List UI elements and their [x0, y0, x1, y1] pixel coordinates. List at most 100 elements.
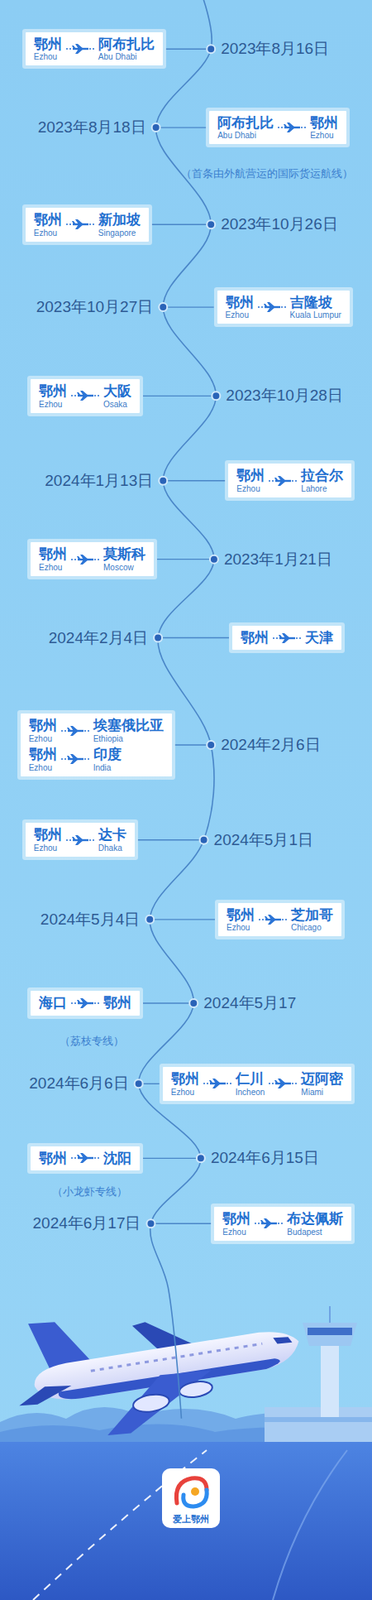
- city-name-en: Ezhou: [310, 130, 334, 140]
- timeline-dot: [200, 834, 209, 844]
- plane-icon: [272, 631, 301, 644]
- tick-line: [150, 1221, 211, 1223]
- plane-icon: [71, 1150, 100, 1163]
- date-label: 2024年6月6日: [28, 1071, 129, 1093]
- city-name: 鄂州: [225, 294, 254, 311]
- tick-line: [143, 1001, 194, 1002]
- timeline-dot: [158, 476, 167, 485]
- ground: [0, 1440, 372, 1598]
- plane-icon: [203, 1076, 232, 1088]
- plane-icon: [71, 553, 100, 565]
- route-box: 鄂州Ezhou埃塞俄比亚Ethiopia鄂州Ezhou印度India: [20, 712, 172, 775]
- timeline-dot: [145, 914, 154, 923]
- date-label: 2023年10月27日: [36, 295, 154, 318]
- city-name: 鄂州: [103, 993, 132, 1011]
- timeline-curve: [138, 0, 217, 1417]
- timeline-dot: [206, 219, 215, 229]
- logo-text: 爱上鄂州: [172, 1511, 210, 1524]
- route-note: （小龙虾专线）: [52, 1182, 128, 1198]
- plane-icon: [71, 996, 100, 1008]
- timeline-dot: [152, 123, 161, 132]
- city-name-en: Ezhou: [33, 842, 58, 852]
- tick-line: [149, 917, 215, 919]
- plane-icon: [66, 833, 95, 845]
- logo-tile: [162, 1466, 220, 1527]
- city-name-en: Moscow: [103, 562, 134, 572]
- city-name-en: Ezhou: [226, 921, 250, 931]
- plane-icon: [254, 1216, 283, 1228]
- date-label: 2023年1月21日: [224, 548, 333, 570]
- city-name: 达卡: [98, 825, 127, 843]
- airplane: [6, 1280, 309, 1448]
- timeline-dot: [209, 554, 219, 563]
- tick-line: [138, 838, 205, 840]
- date-label: 2024年2月4日: [48, 626, 148, 649]
- tick-line: [143, 1156, 201, 1158]
- city-name: 布达佩斯: [286, 1209, 344, 1226]
- tick-line: [175, 743, 212, 744]
- timeline-dot: [211, 391, 220, 400]
- date-label: 2024年1月13日: [44, 469, 153, 492]
- plane-icon: [61, 724, 90, 736]
- city-name: 大阪: [103, 382, 132, 400]
- city-name: 芝加哥: [290, 906, 334, 923]
- city-name: 阿布扎比: [217, 114, 274, 132]
- city-name: 鄂州: [33, 211, 62, 229]
- tick-line: [162, 305, 214, 307]
- route-box: 鄂州Ezhou达卡Dhaka: [25, 821, 135, 856]
- timeline-dot: [206, 739, 215, 749]
- plane-icon: [66, 218, 95, 230]
- date-label: 2024年6月17日: [33, 1211, 142, 1233]
- city-name: 鄂州: [38, 1149, 67, 1166]
- date-label: 2023年8月16日: [220, 38, 330, 60]
- city-name-en: Ezhou: [28, 733, 53, 743]
- city-name-en: Ezhou: [33, 228, 58, 238]
- city-name-en: Abu Dhabi: [98, 52, 138, 62]
- date-label: 2023年10月28日: [225, 384, 344, 406]
- timeline-dot: [206, 44, 215, 53]
- tick-line: [166, 47, 211, 49]
- route-box: 鄂州Ezhou仁川Incheon迈阿密Miami: [162, 1065, 353, 1100]
- city-name-en: Osaka: [103, 399, 128, 409]
- route-box: 鄂州Ezhou莫斯科Moscow: [30, 541, 154, 576]
- city-name-en: Budapest: [286, 1225, 322, 1236]
- route-note: （首条由外航营运的国际货运航线）: [181, 166, 353, 182]
- tick-line: [157, 636, 229, 638]
- route-box: 鄂州Ezhou布达佩斯Budapest: [214, 1205, 352, 1240]
- route-box: 鄂州Ezhou吉隆坡Kuala Lumpur: [217, 290, 350, 325]
- date-label: 2023年8月18日: [38, 116, 147, 139]
- city-name-en: India: [93, 762, 112, 772]
- city-name-en: Chicago: [290, 921, 322, 931]
- tick-line: [162, 479, 225, 481]
- city-name: 吉隆坡: [290, 294, 333, 311]
- logo-mark: [190, 1485, 200, 1494]
- city-name: 鄂州: [33, 825, 62, 843]
- city-name-en: Ezhou: [38, 562, 62, 572]
- tower: [302, 1321, 358, 1345]
- route-box: 鄂州Ezhou新加坡Singapore: [25, 207, 149, 242]
- city-name: 鄂州: [236, 467, 265, 484]
- city-name-en: Ezhou: [33, 52, 58, 62]
- plane-icon: [257, 300, 287, 313]
- tick-line: [143, 395, 216, 396]
- date-label: 2023年10月26日: [220, 213, 339, 235]
- plane-icon: [258, 912, 287, 925]
- city-name: 鄂州: [310, 114, 339, 132]
- plane-icon: [61, 752, 90, 764]
- timeline-dot: [134, 1077, 144, 1087]
- route-box: 鄂州Ezhou阿布扎比Abu Dhabi: [25, 32, 163, 67]
- timeline-dot: [153, 633, 163, 642]
- tick-line: [156, 126, 207, 128]
- city-name: 海口: [38, 993, 67, 1011]
- city-name-en: Ezhou: [222, 1225, 246, 1236]
- city-name: 鄂州: [171, 1069, 200, 1087]
- city-name: 迈阿密: [300, 1069, 344, 1087]
- timeline-dot: [146, 1217, 155, 1226]
- route-note: （荔枝专线）: [59, 1032, 124, 1048]
- route-box: 阿布扎比Abu Dhabi鄂州Ezhou: [209, 110, 347, 145]
- plane-icon: [268, 474, 297, 487]
- date-label: 2024年5月1日: [214, 828, 314, 850]
- terminal: [264, 1415, 372, 1421]
- timeline-dot: [158, 302, 167, 311]
- city-name: 沈阳: [103, 1149, 132, 1166]
